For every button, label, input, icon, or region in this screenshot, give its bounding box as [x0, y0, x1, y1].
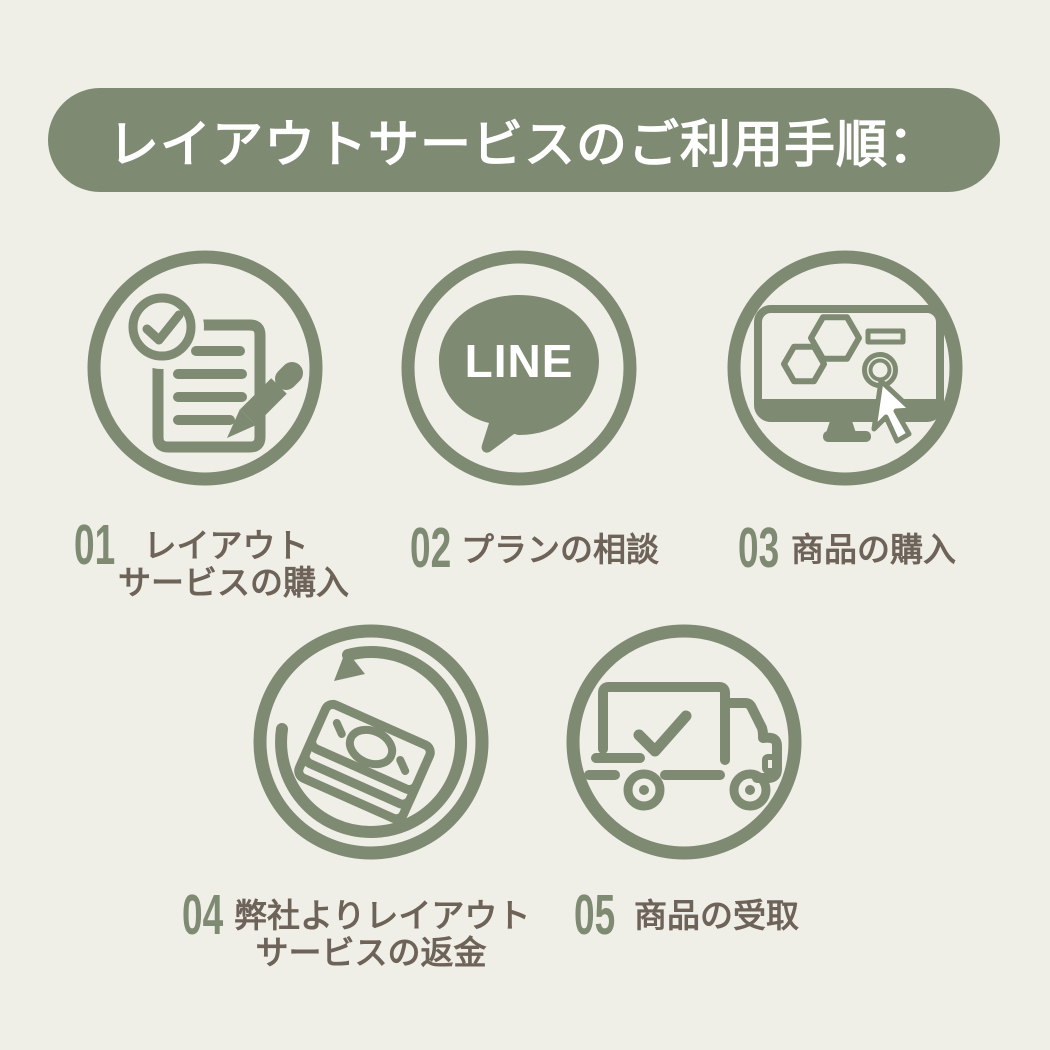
step-01-label-line2: サービスの購入 [118, 564, 349, 601]
chat-bubble-shape [439, 295, 599, 453]
step-05-label-line1: 商品の受取 [634, 897, 799, 934]
step-03-number: 03 [738, 516, 780, 580]
banknote-stack [294, 699, 435, 824]
line-app-icon: LINE [401, 250, 637, 486]
checklist-pencil-icon [87, 250, 323, 486]
step-04-label: 弊社よりレイアウト サービスの返金 [234, 897, 531, 971]
header-pill: レイアウトサービスのご利用手順： [48, 88, 1000, 192]
step-01-label-line1: レイアウト [143, 527, 309, 564]
monitor-cursor-icon [727, 250, 963, 486]
cursor-arrow [871, 378, 915, 444]
step-03-label: 商品の購入 [791, 531, 956, 568]
delivery-truck-icon [566, 624, 802, 860]
page-title: レイアウトサービスのご利用手順： [107, 116, 940, 173]
step-02-label: プランの相談 [461, 531, 659, 568]
step-02-number: 02 [410, 516, 452, 580]
step-05-label: 商品の受取 [634, 897, 799, 934]
step-05-number: 05 [574, 883, 616, 947]
step-02-label-line1: プランの相談 [461, 531, 659, 568]
arrowhead [334, 650, 365, 681]
step-04-label-line1: 弊社よりレイアウト [234, 897, 531, 934]
step-03-label-line1: 商品の購入 [791, 531, 956, 568]
step-01-label: レイアウト サービスの購入 [118, 527, 349, 601]
step-04-number: 04 [182, 883, 224, 947]
step-04-label-line2: サービスの返金 [255, 934, 487, 971]
money-refund-icon [253, 624, 489, 860]
pencil-glyph [227, 362, 303, 438]
line-logo-text: LINE [465, 335, 574, 387]
step-01-number: 01 [74, 513, 116, 577]
